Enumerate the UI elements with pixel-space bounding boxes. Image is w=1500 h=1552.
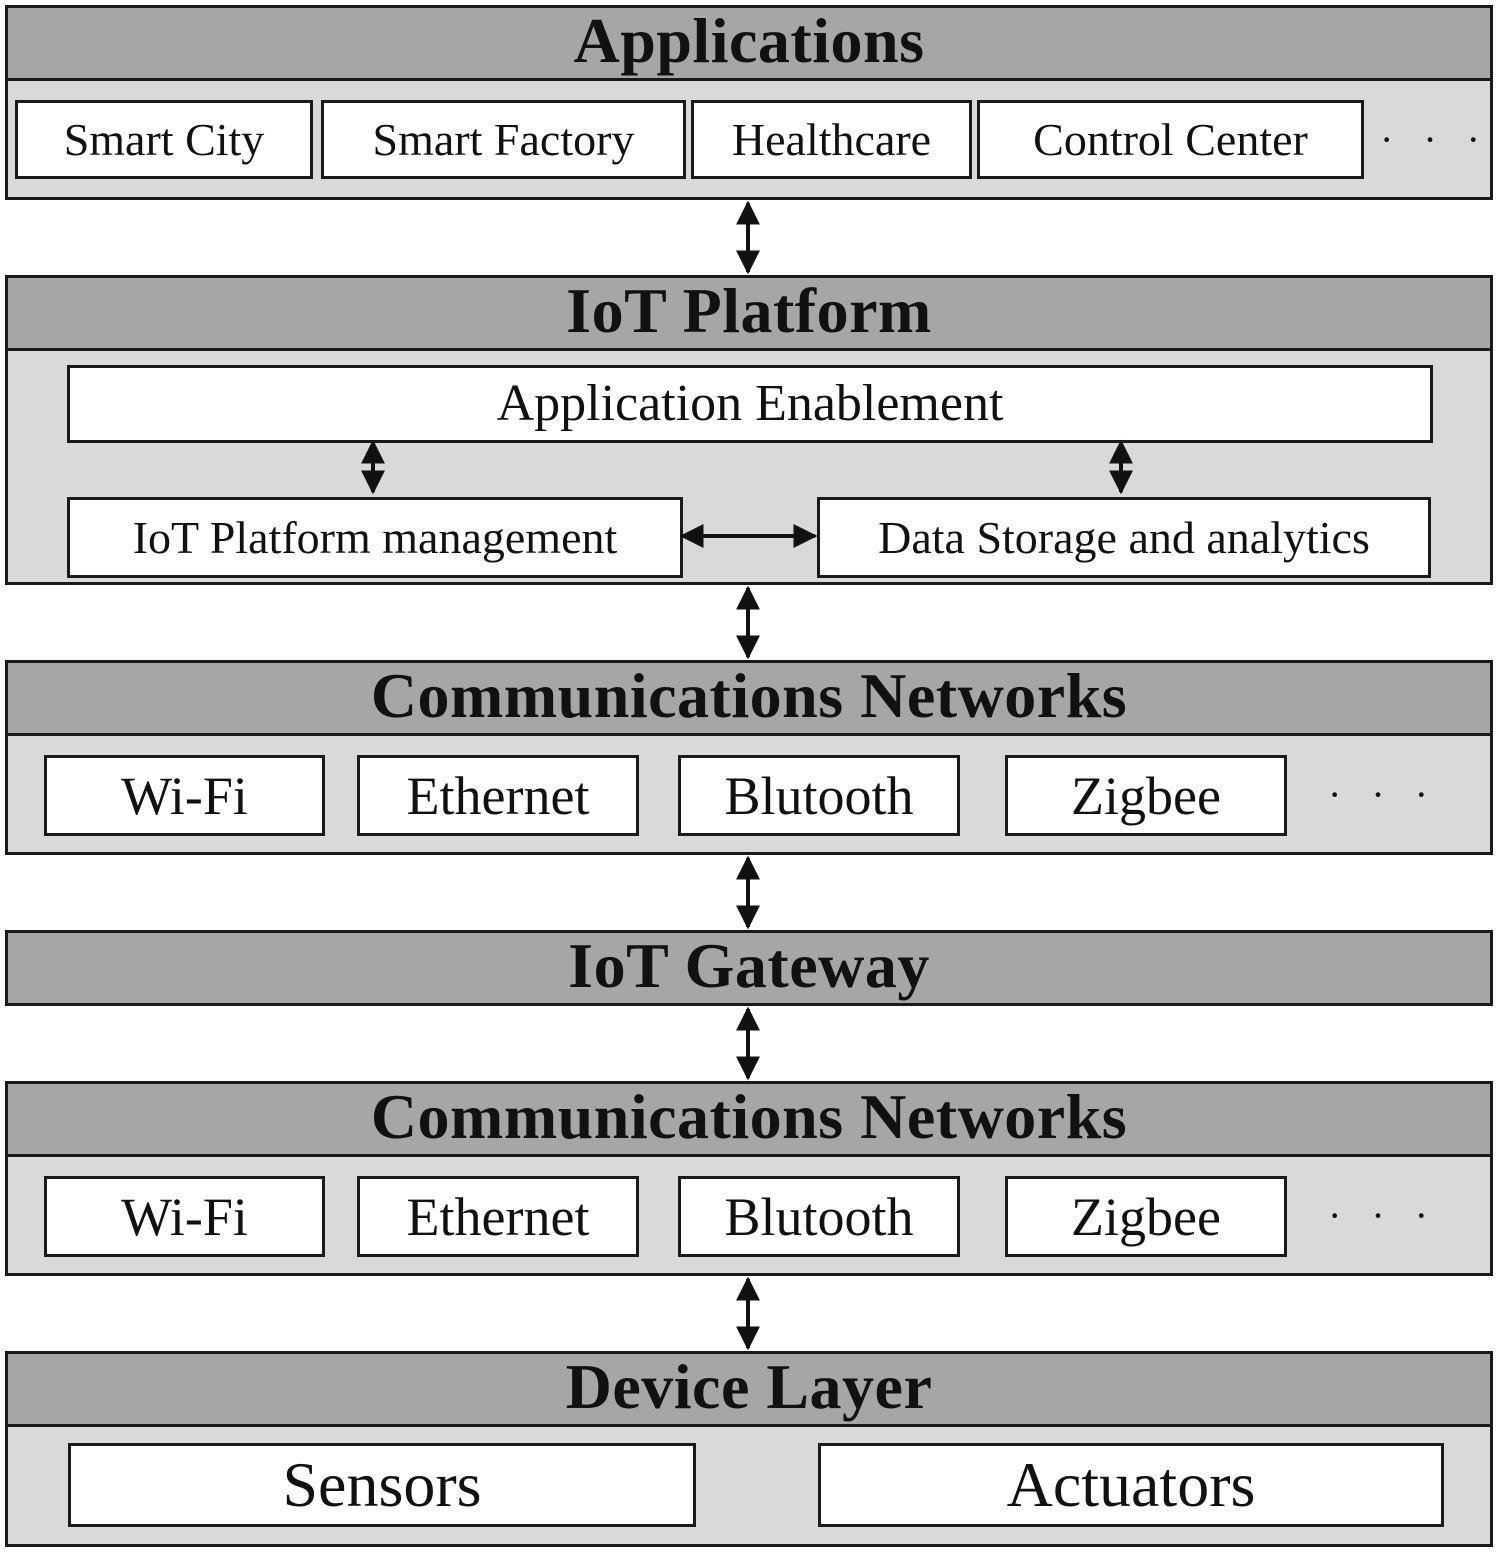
network-item-wifi: Wi-Fi: [44, 1176, 325, 1257]
applications-more: · · ·: [1380, 117, 1490, 162]
device-layer: Device Layer Sensors Actuators: [5, 1351, 1493, 1547]
communications-networks-lower-title: Communications Networks: [8, 1084, 1490, 1157]
communications-networks-lower-layer: Communications Networks Wi-Fi Ethernet B…: [5, 1081, 1493, 1276]
network-item-bluetooth: Blutooth: [678, 1176, 960, 1257]
app-item-smart-city: Smart City: [15, 100, 313, 179]
applications-title: Applications: [8, 8, 1490, 81]
device-item-actuators: Actuators: [818, 1443, 1444, 1527]
iot-gateway-title: IoT Gateway: [8, 933, 1490, 1003]
communications-networks-upper-title: Communications Networks: [8, 663, 1490, 736]
data-storage-analytics-box: Data Storage and analytics: [817, 497, 1431, 578]
network-item-bluetooth: Blutooth: [678, 755, 960, 836]
device-item-sensors: Sensors: [68, 1443, 696, 1527]
application-enablement-box: Application Enablement: [67, 365, 1433, 443]
app-item-healthcare: Healthcare: [691, 100, 972, 179]
iot-platform-layer: IoT Platform Application Enablement IoT …: [5, 275, 1493, 585]
network-item-ethernet: Ethernet: [357, 755, 639, 836]
iot-platform-title: IoT Platform: [8, 278, 1490, 351]
network-item-ethernet: Ethernet: [357, 1176, 639, 1257]
device-layer-title: Device Layer: [8, 1354, 1490, 1427]
iot-gateway-layer: IoT Gateway: [5, 930, 1493, 1006]
app-item-smart-factory: Smart Factory: [321, 100, 686, 179]
network-item-zigbee: Zigbee: [1005, 1176, 1287, 1257]
communications-upper-more: · · ·: [1328, 772, 1438, 817]
communications-lower-more: · · ·: [1328, 1193, 1438, 1238]
communications-networks-upper-layer: Communications Networks Wi-Fi Ethernet B…: [5, 660, 1493, 855]
applications-layer: Applications Smart City Smart Factory He…: [5, 5, 1493, 200]
iot-platform-management-box: IoT Platform management: [67, 497, 683, 578]
network-item-zigbee: Zigbee: [1005, 755, 1287, 836]
network-item-wifi: Wi-Fi: [44, 755, 325, 836]
app-item-control-center: Control Center: [977, 100, 1364, 179]
